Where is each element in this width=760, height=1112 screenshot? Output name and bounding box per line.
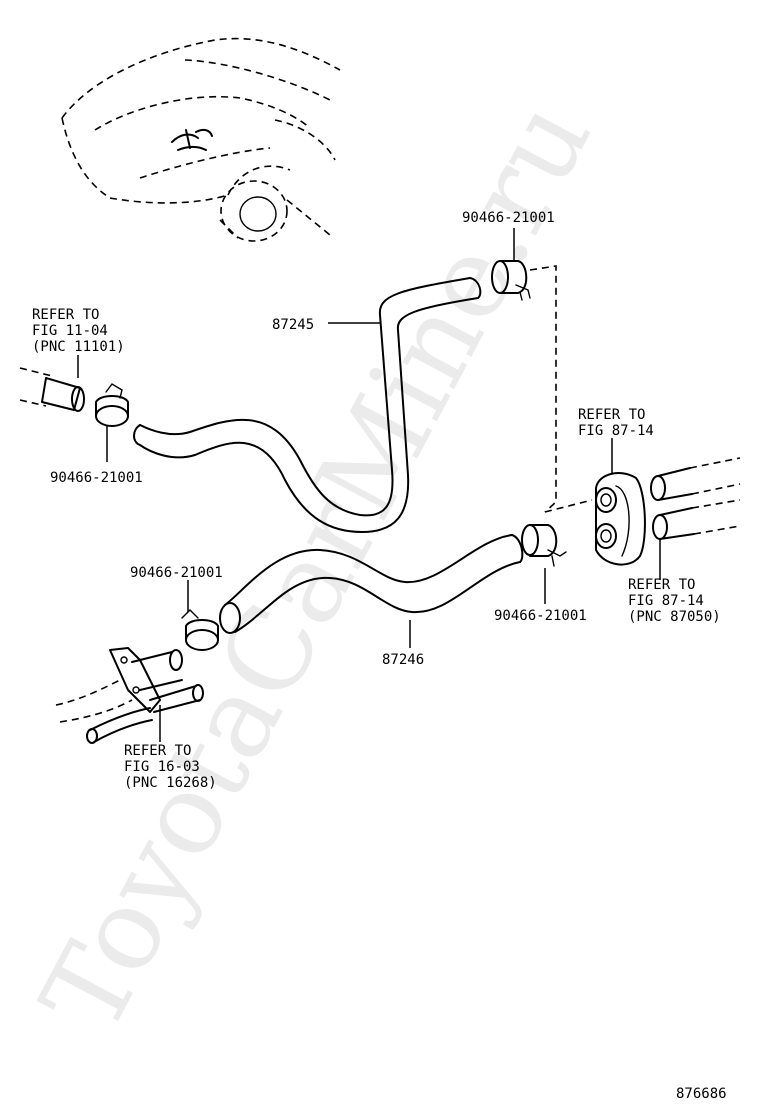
part-number-clamp-top: 90466-21001	[462, 210, 555, 226]
hose-clamp-left-icon	[95, 383, 129, 427]
watermark: ToyotaCarMine.ru	[17, 80, 616, 1052]
heater-pipes-icon	[650, 457, 741, 540]
reference-left-bottom-line3: (PNC 16268)	[124, 775, 217, 791]
reference-right-bottom-line1: REFER TO	[628, 577, 695, 593]
part-number-hose-87246: 87246	[382, 652, 424, 668]
hose-clamp-right-icon	[521, 524, 567, 567]
reference-right-top-line1: REFER TO	[578, 407, 645, 423]
part-number-clamp-right: 90466-21001	[494, 608, 587, 624]
reference-left-bottom-line2: FIG 16-03	[124, 759, 200, 775]
water-pipe-bracket-icon	[55, 647, 204, 744]
hose-87245-icon	[133, 277, 482, 533]
reference-right-bottom-line3: (PNC 87050)	[628, 609, 721, 625]
reference-right-top-line2: FIG 87-14	[578, 423, 654, 439]
figure-number: 876686	[676, 1086, 727, 1102]
reference-right-bottom-line2: FIG 87-14	[628, 593, 704, 609]
connector-dash-line-2	[544, 499, 593, 513]
hose-87246-icon	[219, 534, 524, 634]
connector-dash-line	[529, 265, 557, 513]
grommet-icon	[595, 472, 646, 566]
hose-clamp-top-icon	[491, 260, 531, 301]
part-number-hose-87245: 87245	[272, 317, 314, 333]
engine-pipe-icon	[19, 367, 85, 412]
reference-left-top-line2: FIG 11-04	[32, 323, 108, 339]
reference-left-top-line1: REFER TO	[32, 307, 99, 323]
part-number-clamp-mid-left: 90466-21001	[130, 565, 223, 581]
part-number-clamp-left: 90466-21001	[50, 470, 143, 486]
hose-clamp-mid-left-icon	[181, 609, 219, 651]
reference-left-bottom-line1: REFER TO	[124, 743, 191, 759]
reference-left-top-line3: (PNC 11101)	[32, 339, 125, 355]
car-outline-icon	[61, 37, 341, 242]
leader-lines	[77, 228, 661, 742]
